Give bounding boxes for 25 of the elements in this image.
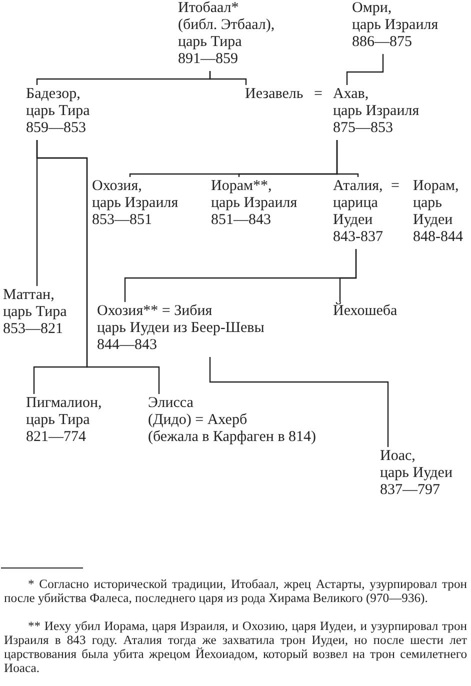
person-entry: Итобаал* (библ. Этбаал), царь Тира 891—859 (178, 0, 275, 68)
lineage-line (339, 249, 357, 302)
person-entry: Йехошеба (333, 303, 398, 320)
lineage-line (36, 140, 160, 394)
footnote: ** Иеху убил Иорама, царя Израиля, и Охозию, царя Иудеи, и узурпировал трон Израиля в 843 году. Аталия тогда же захватила трон Иудеи, но после шести лет царствования была убита жрецом Йехоиадом, который возвел на трон семилетнего Иоаса. (4, 619, 467, 675)
lineage-line (209, 357, 389, 447)
person-entry: Аталия, царица Иудеи 843-837 (333, 178, 383, 246)
lineage-line (346, 54, 384, 85)
person-entry: Иорам**, царь Израиля 851—843 (211, 178, 298, 229)
lineage-line (336, 140, 359, 177)
person-entry: Бадезор, царь Тира 859—853 (26, 86, 90, 137)
person-entry: Иорам, царь Иудеи 848-844 (413, 178, 463, 246)
person-entry: Ахав, царь Израиля 875—853 (333, 86, 420, 137)
marriage-sign: = (391, 178, 400, 195)
person-entry: Маттан, царь Тира 853—821 (3, 287, 67, 338)
person-entry: Охозия, царь Израиля 853—851 (92, 178, 178, 229)
footnote: * Согласно исторической традиции, Итобаал, жрец Астарты, узурпировал трон после убийства Фалеса, последнего царя из рода Хирама Великого (970—936). (4, 577, 467, 605)
person-entry: Иоас, царь Иудеи 837—797 (380, 448, 452, 499)
lineage-line (209, 71, 247, 85)
person-entry: Омри, царь Израиля 886—875 (352, 0, 438, 51)
person-entry: Пигмалион, царь Тира 821—774 (26, 395, 102, 446)
person-entry: Иезавель (245, 86, 304, 103)
person-entry: Элисса (Дидо) = Ахерб (бежала в Карфаген в 814) (148, 395, 316, 446)
person-entry: Охозия** = Зибия царь Иудеи из Беер-Шевы 844—843 (97, 303, 264, 354)
marriage-sign: = (314, 86, 322, 103)
